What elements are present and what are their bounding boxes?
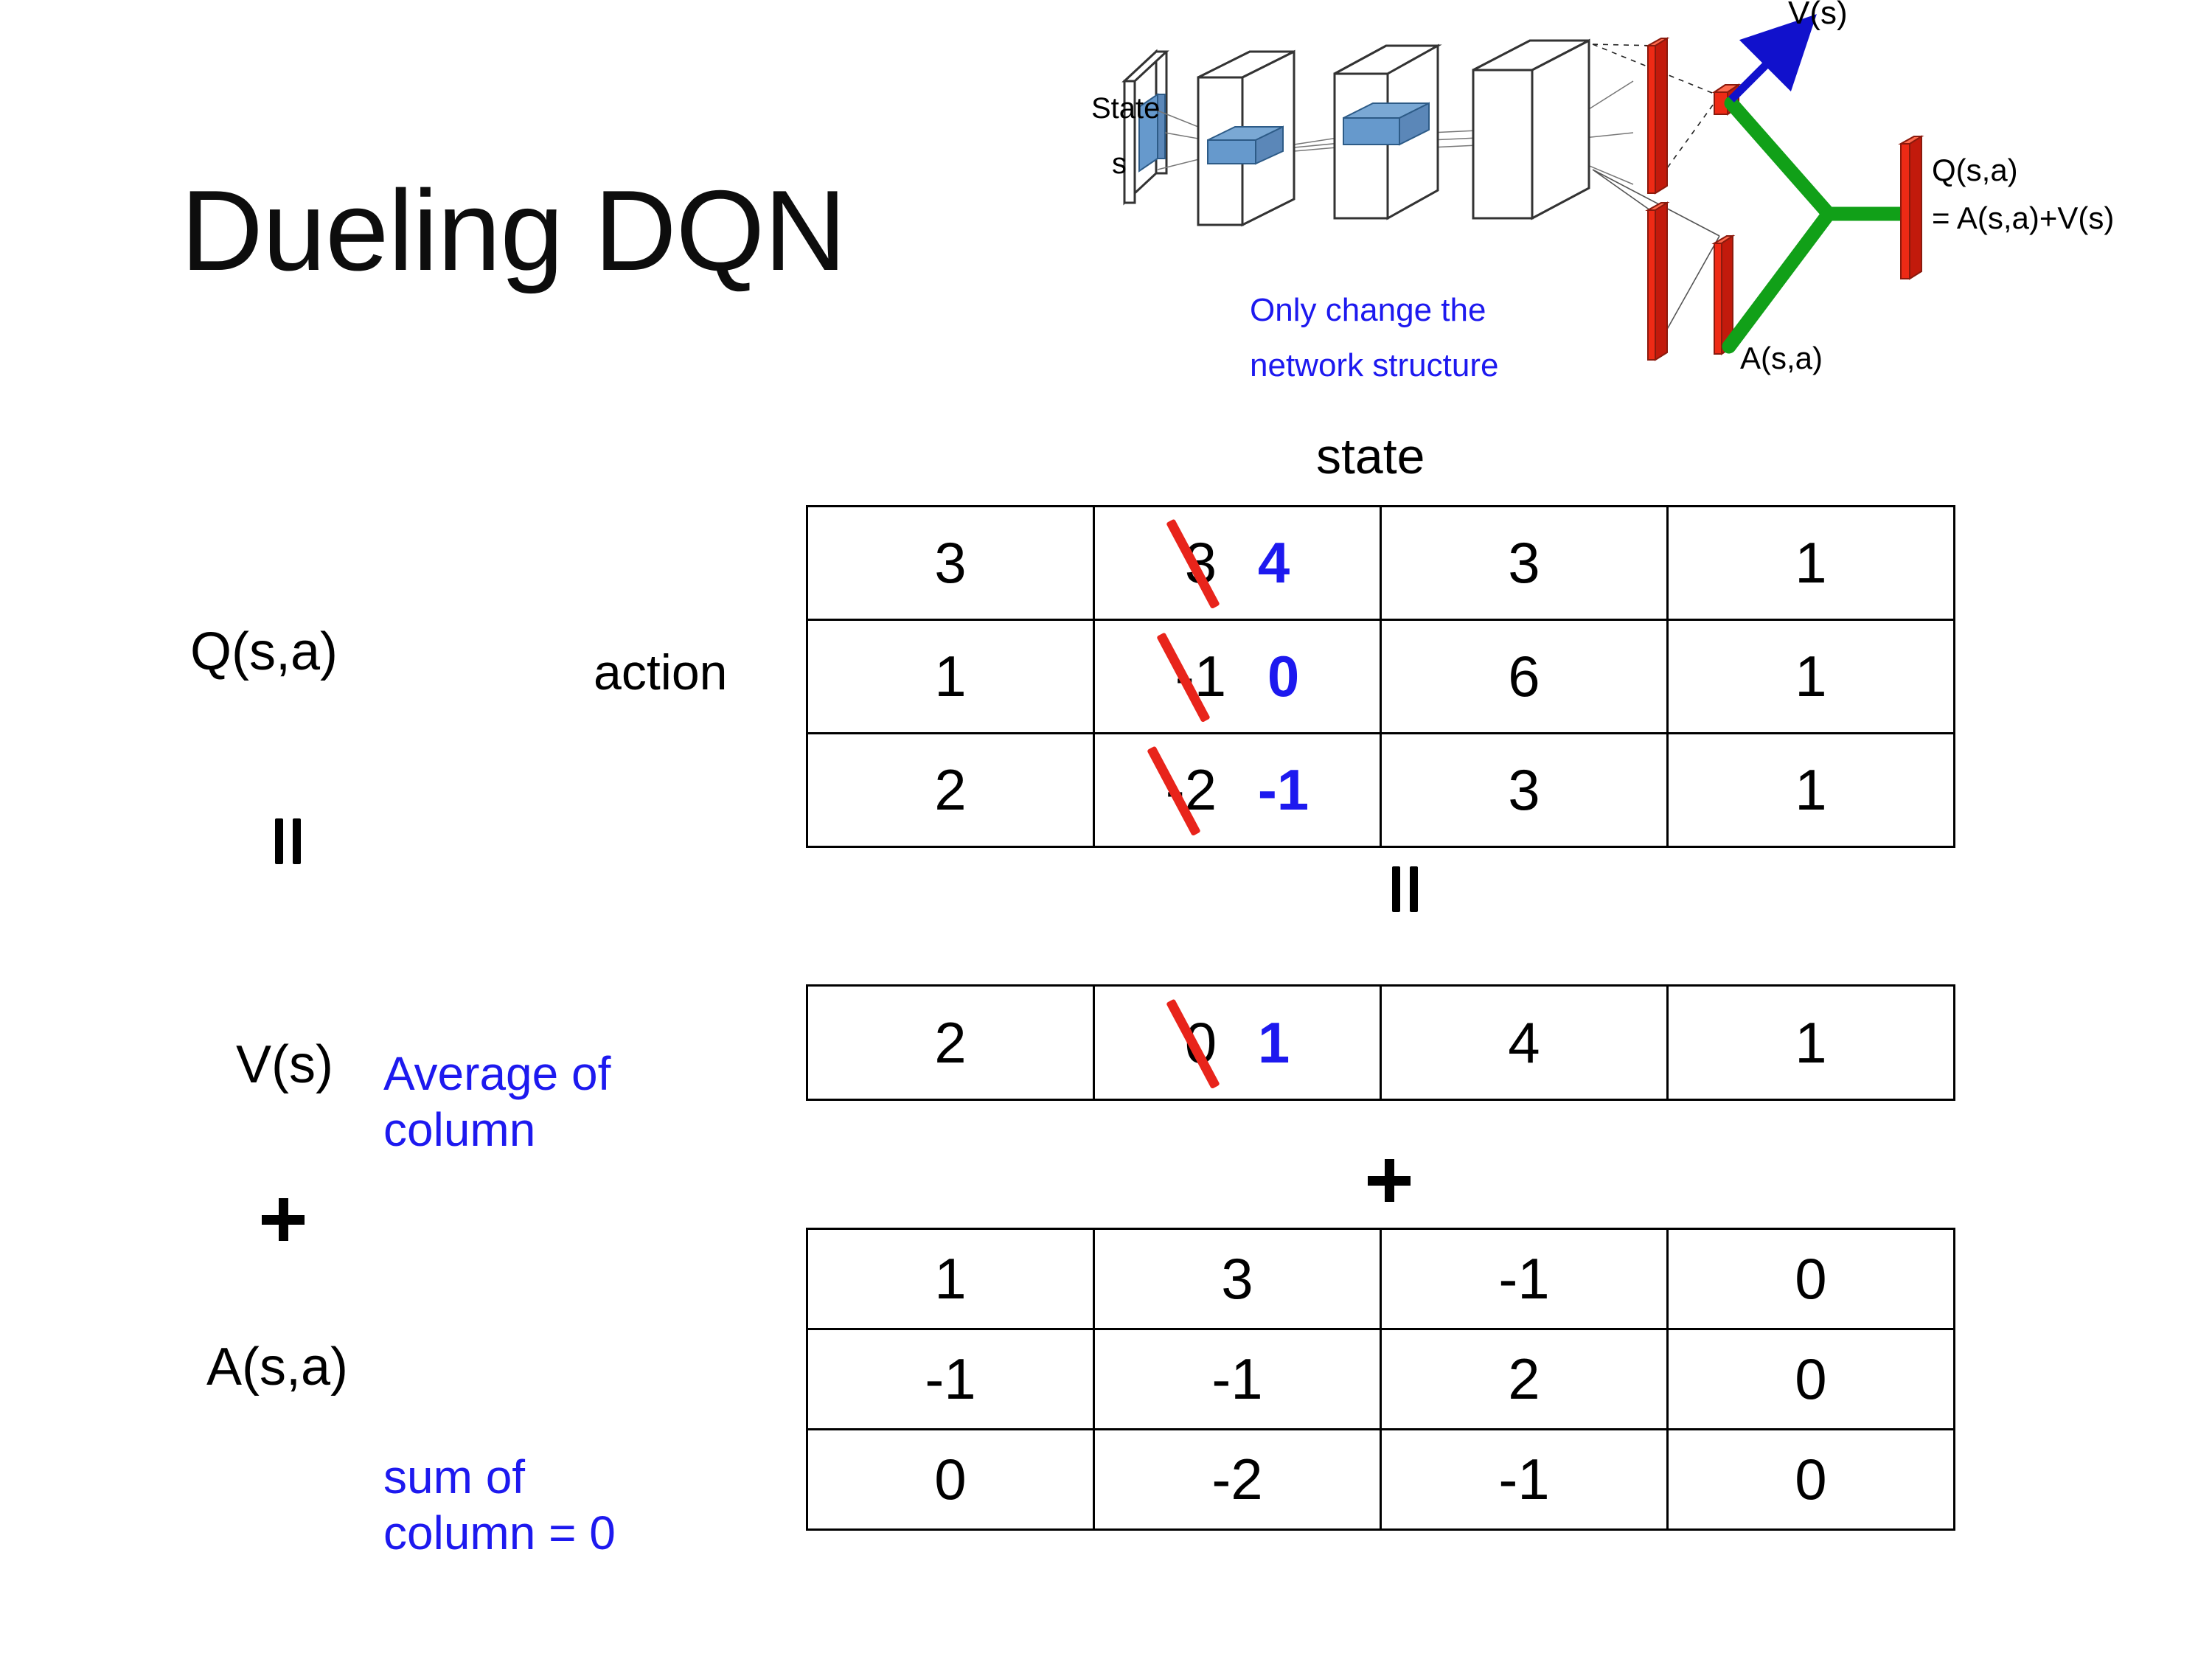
q-cell-r2c0: 2	[806, 732, 1095, 848]
a-cell-r0c2: -1	[1380, 1228, 1669, 1330]
q-cell-r1c1: -1 0	[1093, 619, 1382, 734]
q-cell-r1c3: 1	[1666, 619, 1955, 734]
q-function-label: Q(s,a)	[190, 622, 338, 681]
q-cell-r2c1: -2 -1	[1093, 732, 1382, 848]
q-cell-r1c0: 1	[806, 619, 1095, 734]
a-cell-r1c1: -1	[1093, 1328, 1382, 1430]
a-cell-r2c2: -1	[1380, 1428, 1669, 1531]
table-row: 3 3 4 3 1	[806, 505, 1955, 621]
table-row: 1 3 -1 0	[806, 1228, 1955, 1330]
state-input-label-line1: State	[1091, 92, 1160, 125]
state-input-label-line2: s	[1112, 147, 1127, 180]
old-value: 0	[1184, 1009, 1217, 1075]
new-value: 4	[1257, 530, 1290, 595]
q-cell-r0c1: 3 4	[1093, 505, 1382, 621]
q-output-label-line2: = A(s,a)+V(s)	[1932, 201, 2114, 235]
a-cell-r2c0: 0	[806, 1428, 1095, 1531]
page-title: Dueling DQN	[181, 167, 846, 294]
new-value: 0	[1267, 644, 1300, 709]
q-cell-r0c2: 3	[1380, 505, 1669, 621]
a-value-table: 1 3 -1 0 -1 -1 2 0 0 -2 -1 0	[806, 1228, 1955, 1531]
q-value-table: 3 3 4 3 1 1 -1 0 6 1 2 -2 -1	[806, 505, 1955, 848]
a-function-label: A(s,a)	[206, 1338, 349, 1397]
value-stream-label: V(s)	[1788, 0, 1848, 31]
v-cell-c0: 2	[806, 984, 1095, 1101]
table-row: 0 -2 -1 0	[806, 1428, 1955, 1531]
old-value: 3	[1184, 530, 1217, 595]
advantage-stream-label: A(s,a)	[1740, 341, 1823, 375]
old-value: -2	[1165, 757, 1217, 822]
q-cell-r2c2: 3	[1380, 732, 1669, 848]
new-value: 1	[1257, 1009, 1290, 1075]
v-cell-c1: 0 1	[1093, 984, 1382, 1101]
dueling-network-diagram: State s V(s) Q(s,a) = A(s,a)+V(s) A(s,a)…	[1084, 0, 2212, 413]
q-cell-r0c0: 3	[806, 505, 1095, 621]
v-cell-c2: 4	[1380, 984, 1669, 1101]
plus-sign-left	[262, 1198, 305, 1241]
a-cell-r0c1: 3	[1093, 1228, 1382, 1330]
table-row: 2 0 1 4 1	[806, 984, 1955, 1101]
a-cell-r1c2: 2	[1380, 1328, 1669, 1430]
plus-sign-middle	[1368, 1159, 1411, 1202]
v-value-table: 2 0 1 4 1	[806, 984, 1955, 1101]
table-row: 1 -1 0 6 1	[806, 619, 1955, 734]
a-cell-r1c0: -1	[806, 1328, 1095, 1430]
axis-label-state: state	[1316, 428, 1425, 484]
a-cell-r1c3: 0	[1666, 1328, 1955, 1430]
a-cell-r2c3: 0	[1666, 1428, 1955, 1531]
note-average-of-column: Average of column	[383, 1047, 611, 1156]
diagram-note-line1: Only change the	[1250, 292, 1486, 328]
v-function-label: V(s)	[236, 1035, 333, 1094]
equals-sign-left	[269, 818, 309, 864]
diagram-note-line2: network structure	[1250, 347, 1498, 383]
a-cell-r0c3: 0	[1666, 1228, 1955, 1330]
note-sum-of-column: sum of column = 0	[383, 1450, 616, 1559]
v-cell-c3: 1	[1666, 984, 1955, 1101]
old-value: -1	[1175, 644, 1227, 709]
q-cell-r1c2: 6	[1380, 619, 1669, 734]
table-row: 2 -2 -1 3 1	[806, 732, 1955, 848]
axis-label-action: action	[594, 644, 728, 700]
table-row: -1 -1 2 0	[806, 1328, 1955, 1430]
q-cell-r2c3: 1	[1666, 732, 1955, 848]
q-output-label-line1: Q(s,a)	[1932, 153, 2018, 187]
equals-sign-middle	[1386, 866, 1426, 912]
new-value: -1	[1257, 757, 1310, 822]
q-cell-r0c3: 1	[1666, 505, 1955, 621]
a-cell-r2c1: -2	[1093, 1428, 1382, 1531]
a-cell-r0c0: 1	[806, 1228, 1095, 1330]
